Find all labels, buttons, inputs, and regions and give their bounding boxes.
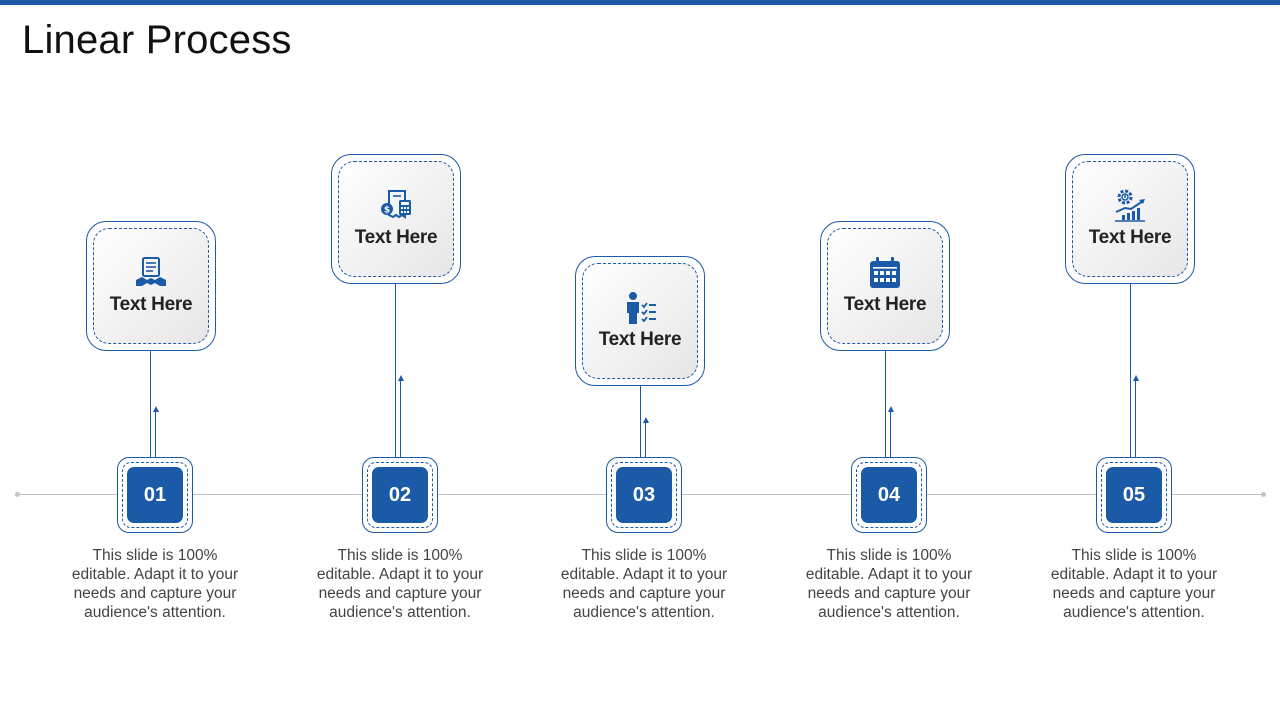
step-number-dash-4 [856, 462, 922, 528]
step-number-dash-1 [122, 462, 188, 528]
step-card-inner-3: Text Here [582, 263, 698, 379]
calendar-icon [870, 257, 900, 288]
step-connector-4 [885, 351, 887, 458]
step-card-inner-5: Text Here [1072, 161, 1188, 277]
step-number-box-5[interactable]: 05 [1096, 457, 1172, 533]
step-number-2: 02 [372, 467, 428, 523]
step-description-4: This slide is 100% editable. Adapt it to… [805, 547, 973, 621]
invoice-calculator-icon: $ [381, 190, 411, 219]
step-arrow-line-3 [645, 422, 647, 458]
step-number-dash-5 [1101, 462, 1167, 528]
step-card-2[interactable]: $ Text Here [331, 154, 461, 284]
handshake-contract-icon [136, 257, 166, 286]
step-card-4[interactable]: Text Here [820, 221, 950, 351]
step-connector-3 [640, 386, 642, 458]
step-connector-1 [150, 351, 152, 458]
step-number-box-3[interactable]: 03 [606, 457, 682, 533]
step-description-5: This slide is 100% editable. Adapt it to… [1050, 547, 1218, 621]
step-number-box-4[interactable]: 04 [851, 457, 927, 533]
step-card-1[interactable]: Text Here [86, 221, 216, 351]
svg-text:$: $ [384, 206, 390, 216]
step-description-2: This slide is 100% editable. Adapt it to… [316, 547, 484, 621]
step-number-5: 05 [1106, 467, 1162, 523]
step-number-dash-2 [367, 462, 433, 528]
step-card-5[interactable]: Text Here [1065, 154, 1195, 284]
step-label-3: Text Here [598, 329, 682, 350]
step-description-1: This slide is 100% editable. Adapt it to… [71, 547, 239, 621]
step-connector-5 [1130, 284, 1132, 458]
step-connector-2 [395, 284, 397, 458]
step-arrow-line-5 [1135, 380, 1137, 458]
step-number-box-1[interactable]: 01 [117, 457, 193, 533]
step-arrow-head-4 [887, 406, 894, 412]
step-number-4: 04 [861, 467, 917, 523]
step-arrow-head-2 [397, 375, 404, 381]
step-arrow-line-2 [400, 380, 402, 458]
step-card-inner-2: $ Text Here [338, 161, 454, 277]
top-accent-bar [0, 0, 1280, 5]
step-number-1: 01 [127, 467, 183, 523]
slide-title: Linear Process [22, 18, 292, 62]
step-card-inner-4: Text Here [827, 228, 943, 344]
step-number-box-2[interactable]: 02 [362, 457, 438, 533]
step-description-3: This slide is 100% editable. Adapt it to… [560, 547, 728, 621]
step-arrow-head-5 [1132, 375, 1139, 381]
step-arrow-head-1 [152, 406, 159, 412]
step-number-3: 03 [616, 467, 672, 523]
step-card-inner-1: Text Here [93, 228, 209, 344]
gear-growth-chart-icon [1115, 189, 1145, 222]
step-arrow-head-3 [642, 417, 649, 423]
timeline-start-dot [15, 492, 20, 497]
step-number-dash-3 [611, 462, 677, 528]
step-label-4: Text Here [843, 294, 927, 315]
step-label-1: Text Here [109, 294, 193, 315]
step-card-3[interactable]: Text Here [575, 256, 705, 386]
step-label-5: Text Here [1088, 227, 1172, 248]
person-checklist-icon [627, 292, 656, 324]
step-arrow-line-1 [155, 410, 157, 458]
step-arrow-line-4 [890, 410, 892, 458]
step-label-2: Text Here [354, 227, 438, 248]
timeline-end-dot [1261, 492, 1266, 497]
